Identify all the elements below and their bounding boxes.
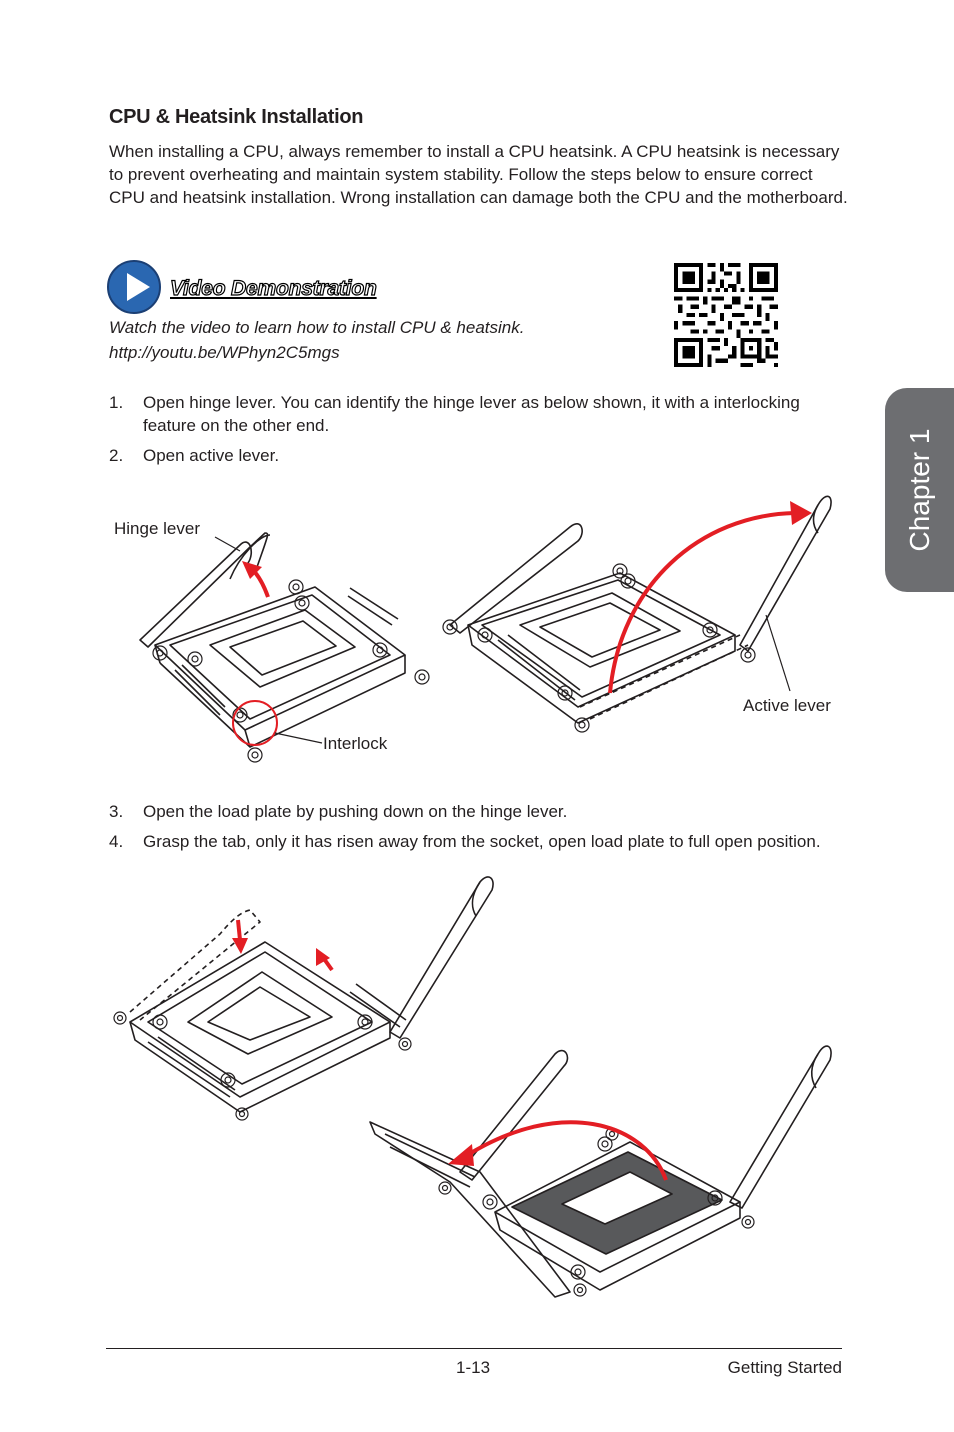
step-text: Open active lever. [143, 446, 280, 465]
list-item: 4. Grasp the tab, only it has risen away… [109, 830, 849, 853]
footer-section-name: Getting Started [727, 1358, 842, 1377]
step-text: Grasp the tab, only it has risen away fr… [143, 832, 821, 851]
socket-left-illustration [139, 532, 430, 763]
active-lever-label: Active lever [743, 696, 831, 715]
play-icon[interactable] [106, 259, 162, 315]
footer-divider [106, 1348, 842, 1349]
step-number: 4. [109, 832, 124, 851]
hinge-lever-label: Hinge lever [114, 519, 200, 538]
video-demonstration-title: Video Demonstration [169, 276, 377, 300]
video-description-block: Watch the video to learn how to install … [109, 315, 524, 365]
intro-paragraph: When installing a CPU, always remember t… [109, 142, 848, 207]
list-item: 1. Open hinge lever. You can identify th… [109, 391, 849, 437]
socket-lever-diagram [139, 495, 832, 763]
step-number: 1. [109, 393, 124, 412]
interlock-label: Interlock [323, 734, 388, 753]
step-text: Open hinge lever. You can identify the h… [143, 393, 800, 435]
chapter-label: Chapter 1 [903, 428, 935, 552]
list-item: 2. Open active lever. [109, 444, 849, 467]
socket-right-illustration [442, 495, 832, 733]
steps-list-a: 1. Open hinge lever. You can identify th… [109, 391, 849, 474]
steps-list-b: 3. Open the load plate by pushing down o… [109, 800, 849, 860]
qr-code-icon[interactable] [674, 263, 778, 367]
section-title: CPU & Heatsink Installation [109, 106, 364, 128]
page-number: 1-13 [456, 1358, 491, 1377]
step-number: 3. [109, 802, 124, 821]
video-description: Watch the video to learn how to install … [109, 318, 525, 337]
video-url-link[interactable]: http://youtu.be/WPhyn2C5mgs [109, 343, 340, 362]
chapter-tab: Chapter 1 [885, 388, 954, 592]
step-text: Open the load plate by pushing down on t… [143, 802, 568, 821]
socket-pushed-illustration [113, 876, 494, 1121]
socket-open-illustration [369, 1045, 832, 1298]
load-plate-diagram [113, 876, 832, 1298]
list-item: 3. Open the load plate by pushing down o… [109, 800, 849, 823]
step-number: 2. [109, 446, 124, 465]
